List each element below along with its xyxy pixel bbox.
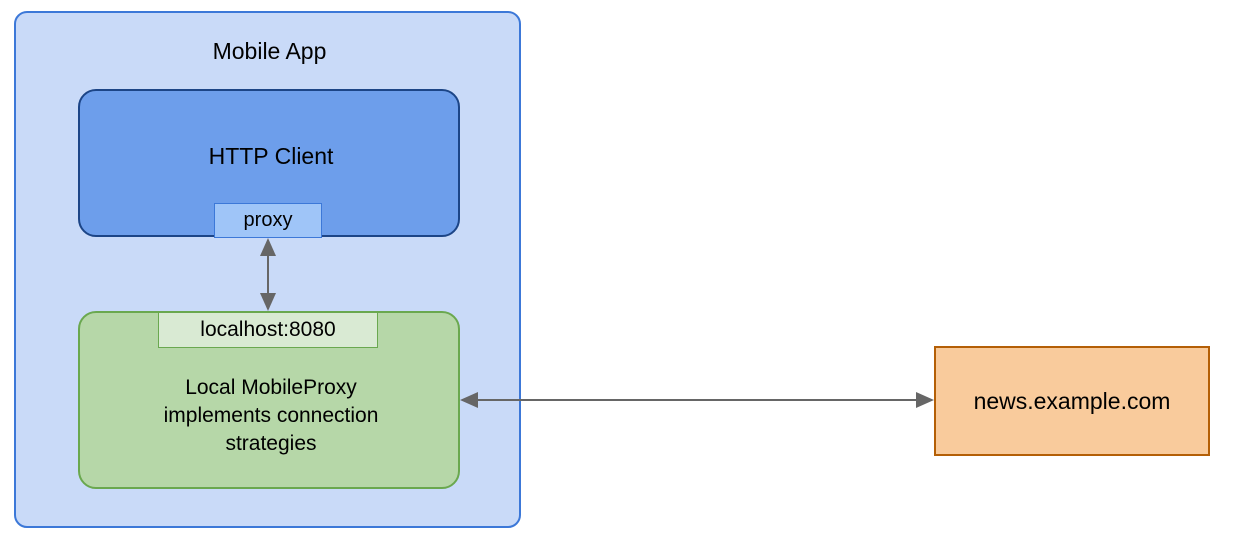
mobile-app-title: Mobile App xyxy=(212,38,327,64)
local-mobileproxy-line-1: Local MobileProxy xyxy=(185,376,357,399)
remote-server-node[interactable]: news.example.com xyxy=(934,346,1210,456)
local-mobileproxy-line-3: strategies xyxy=(225,432,317,455)
localhost-port-label-text: localhost:8080 xyxy=(200,318,336,341)
proxy-port-label-text: proxy xyxy=(243,209,293,231)
localhost-port-label-box[interactable]: localhost:8080 xyxy=(158,312,378,348)
remote-server-label: news.example.com xyxy=(973,388,1171,414)
local-mobileproxy-line-2: implements connection xyxy=(163,404,379,427)
proxy-port-label-box[interactable]: proxy xyxy=(214,203,322,238)
local-mobileproxy-description: Local MobileProxy implements connection … xyxy=(106,374,436,458)
http-client-label: HTTP Client xyxy=(208,143,334,169)
